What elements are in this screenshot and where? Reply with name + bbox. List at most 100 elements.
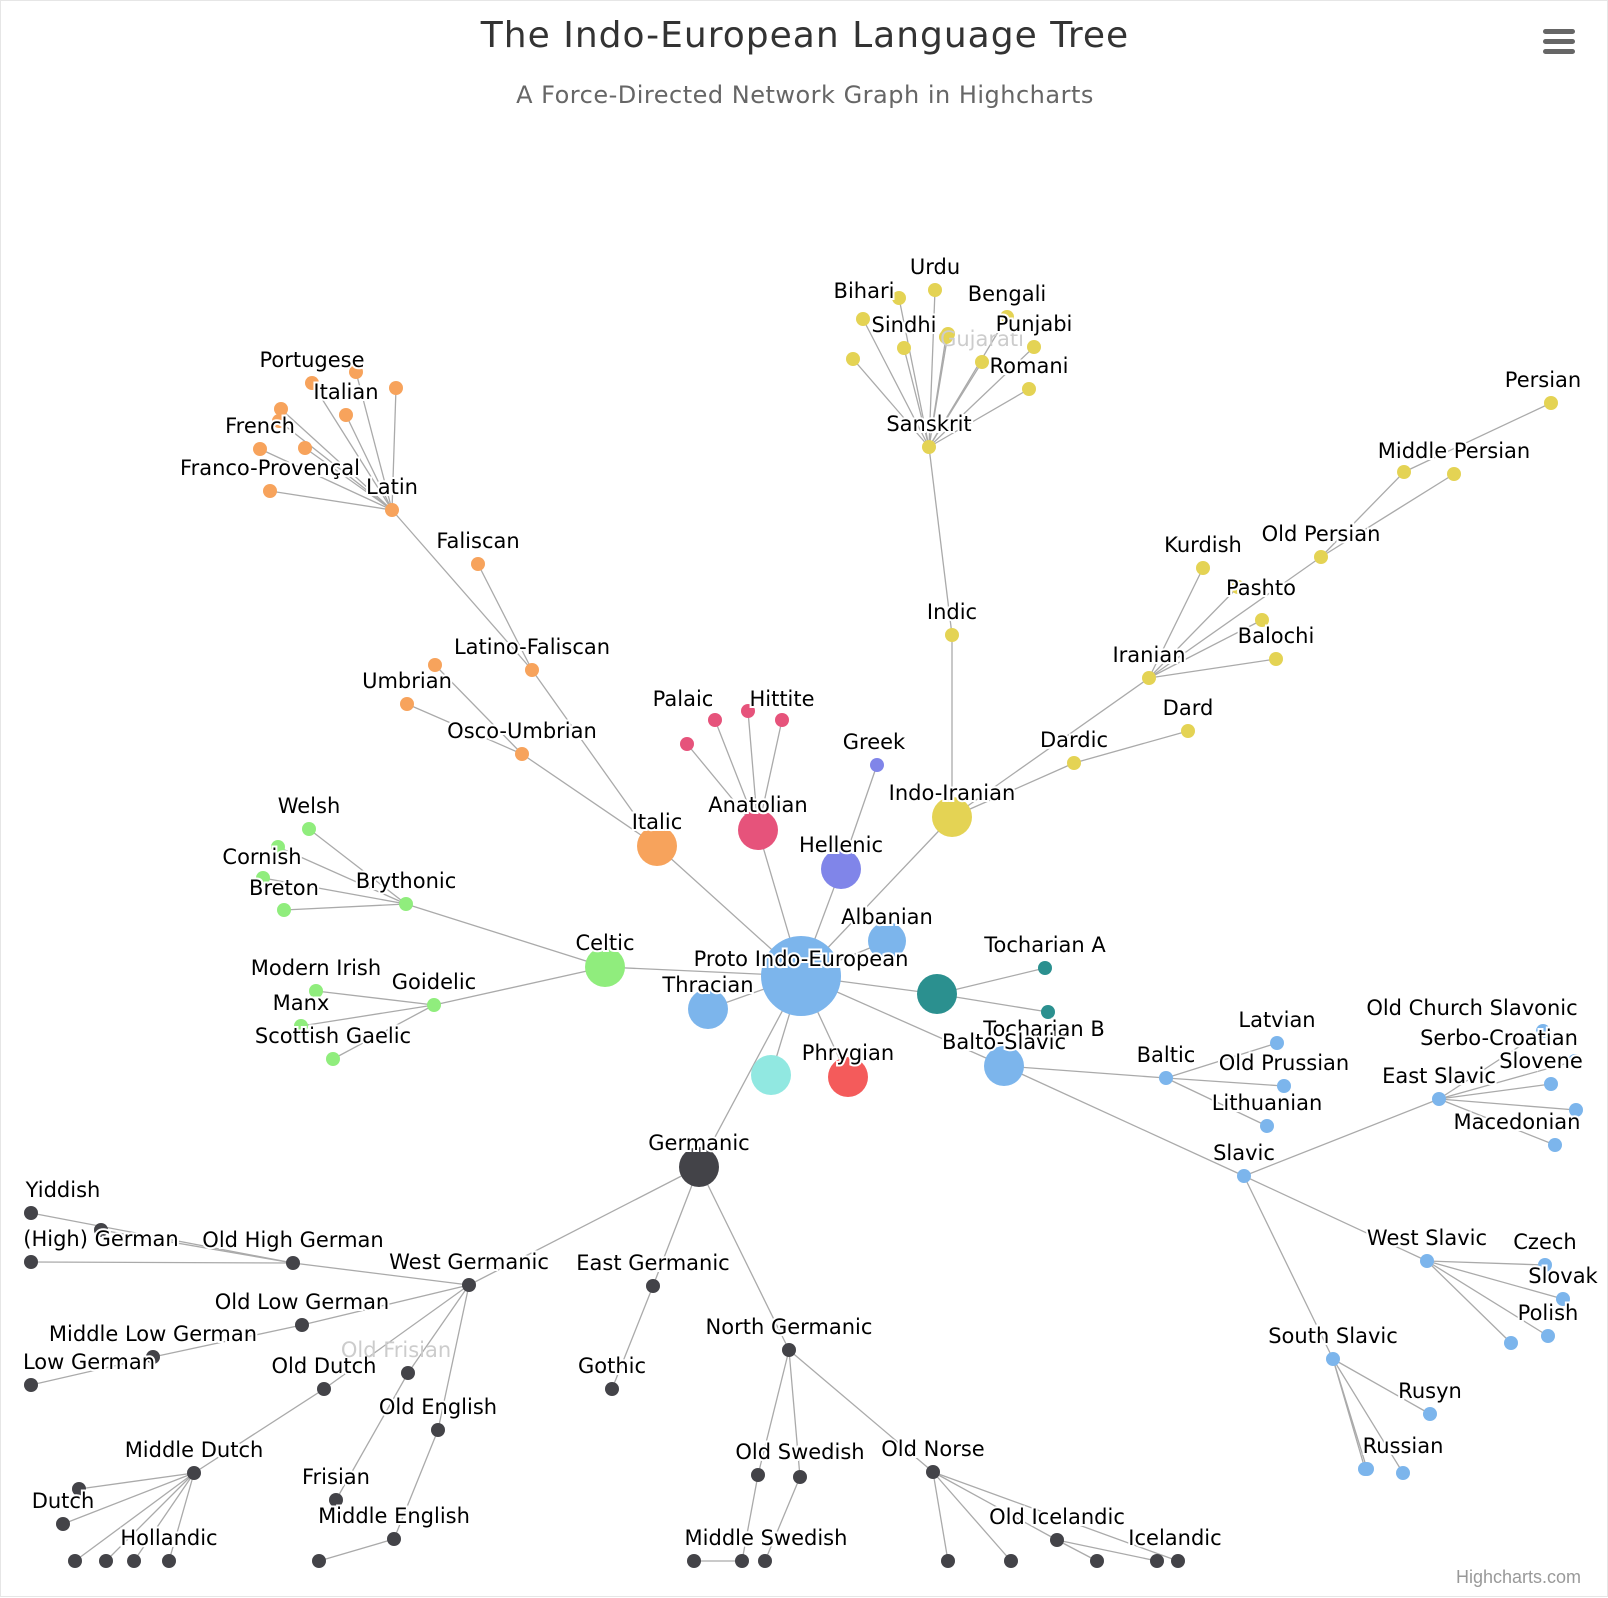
node-galician[interactable]: [274, 402, 288, 416]
node-old-dutch[interactable]: [317, 1382, 331, 1396]
node-slovak[interactable]: [1556, 1292, 1570, 1306]
node-italian[interactable]: [339, 408, 353, 422]
hamburger-menu-icon[interactable]: [1539, 25, 1579, 61]
node-franco-proven-al[interactable]: [263, 484, 277, 498]
node-manx[interactable]: [294, 1019, 308, 1033]
node-catalan[interactable]: [298, 441, 312, 455]
node-celtic[interactable]: [585, 947, 625, 987]
node-anatolian[interactable]: [738, 810, 778, 850]
node-latvian[interactable]: [1270, 1036, 1284, 1050]
node-flemish[interactable]: [99, 1554, 113, 1568]
node-gujarati[interactable]: [975, 355, 989, 369]
node-belarusian[interactable]: [1360, 1462, 1374, 1476]
node-hindi[interactable]: [856, 312, 870, 326]
node-lithuanian[interactable]: [1260, 1119, 1274, 1133]
node-icelandic[interactable]: [1150, 1554, 1164, 1568]
node-armenian[interactable]: [751, 1055, 791, 1095]
node-latino-faliscan[interactable]: [525, 663, 539, 677]
node-hellenic[interactable]: [821, 849, 861, 889]
node-balto-slavic[interactable]: [984, 1046, 1024, 1086]
node-modern-irish[interactable]: [309, 984, 323, 998]
node-mid-iranian[interactable]: [1255, 613, 1269, 627]
node-macedonian[interactable]: [1548, 1138, 1562, 1152]
node-spanish[interactable]: [349, 365, 363, 379]
node-indo-iranian[interactable]: [932, 797, 972, 837]
node-old-persian-2[interactable]: [1397, 465, 1411, 479]
node-ukrainian[interactable]: [1396, 1466, 1410, 1480]
node-urdu[interactable]: [928, 283, 942, 297]
node-old-persian[interactable]: [1314, 550, 1328, 564]
node-french[interactable]: [253, 442, 267, 456]
node-frisian[interactable]: [329, 1493, 343, 1507]
node-dard[interactable]: [1181, 724, 1195, 738]
node-luwic[interactable]: [680, 737, 694, 751]
node-sorbian[interactable]: [1504, 1336, 1518, 1350]
credits-link[interactable]: Highcharts.com: [1455, 1567, 1581, 1587]
node-old-danish[interactable]: [793, 1470, 807, 1484]
node-serbo-croatian[interactable]: [1568, 1054, 1582, 1068]
node-old-frisian[interactable]: [401, 1366, 415, 1380]
node-pashto[interactable]: [1231, 580, 1245, 594]
node-assamese[interactable]: [846, 352, 860, 366]
node-old-swedish[interactable]: [751, 1468, 765, 1482]
node-proto-indo-european[interactable]: [761, 936, 841, 1016]
node-east-germanic[interactable]: [646, 1279, 660, 1293]
node-east-slavic[interactable]: [1432, 1092, 1446, 1106]
node-punjabi[interactable]: [1027, 340, 1041, 354]
node-albanian[interactable]: [868, 922, 906, 960]
node-tocharian-a[interactable]: [1038, 961, 1052, 975]
node-bihari[interactable]: [892, 291, 906, 305]
node-phrygian[interactable]: [828, 1057, 868, 1097]
node-osco-umbrian[interactable]: [515, 747, 529, 761]
node-balochi[interactable]: [1269, 652, 1283, 666]
node-bengali[interactable]: [1000, 310, 1014, 324]
node-old-norse[interactable]: [926, 1465, 940, 1479]
node-sardinian[interactable]: [389, 381, 403, 395]
node-dutch[interactable]: [56, 1517, 70, 1531]
node-tocharian-b[interactable]: [1041, 1005, 1055, 1019]
node-gothic[interactable]: [605, 1382, 619, 1396]
node-west-germanic[interactable]: [462, 1278, 476, 1292]
node-middle-persian[interactable]: [1447, 467, 1461, 481]
node-baltic[interactable]: [1159, 1071, 1173, 1085]
node-palaic[interactable]: [708, 713, 722, 727]
node-breton[interactable]: [277, 903, 291, 917]
node-rhinelandic[interactable]: [68, 1554, 82, 1568]
node-dardic[interactable]: [1067, 756, 1081, 770]
node-czech[interactable]: [1538, 1258, 1552, 1272]
node-umbrian[interactable]: [400, 697, 414, 711]
node-south-slavic[interactable]: [1326, 1352, 1340, 1366]
node-cornish[interactable]: [271, 840, 285, 854]
node-persian[interactable]: [1544, 396, 1558, 410]
node-brythonic[interactable]: [399, 897, 413, 911]
node-tocharian[interactable]: [917, 974, 957, 1014]
node-sanskrit[interactable]: [922, 440, 936, 454]
node-english[interactable]: [312, 1554, 326, 1568]
node-germanic[interactable]: [679, 1147, 719, 1187]
node-middle-english[interactable]: [387, 1532, 401, 1546]
node-lydian[interactable]: [741, 704, 755, 718]
node-middle-dutch[interactable]: [187, 1466, 201, 1480]
node-norwegian[interactable]: [1004, 1554, 1018, 1568]
node-sinhalese[interactable]: [939, 330, 953, 344]
node-middle-low-german[interactable]: [146, 1350, 160, 1364]
node-faroese[interactable]: [941, 1554, 955, 1568]
node-old-prussian[interactable]: [1277, 1079, 1291, 1093]
node-hollandic[interactable]: [127, 1554, 141, 1568]
node-old-church-slavonic[interactable]: [1536, 1024, 1550, 1038]
node-limburgish[interactable]: [162, 1554, 176, 1568]
node-old-high-german[interactable]: [286, 1256, 300, 1270]
node-norn[interactable]: [1171, 1554, 1185, 1568]
node-middle-swedish[interactable]: [735, 1554, 749, 1568]
node-slavic[interactable]: [1237, 1169, 1251, 1183]
node-goidelic[interactable]: [427, 998, 441, 1012]
node-middle-high-german[interactable]: [94, 1223, 108, 1237]
node-romanian[interactable]: [272, 414, 286, 428]
node-thracian[interactable]: [688, 989, 728, 1029]
node-old-icelandic[interactable]: [1050, 1533, 1064, 1547]
node-welsh[interactable]: [302, 822, 316, 836]
node-north-germanic[interactable]: [782, 1343, 796, 1357]
node-oscan[interactable]: [428, 658, 442, 672]
node-slovene[interactable]: [1544, 1077, 1558, 1091]
node-high-german[interactable]: [24, 1255, 38, 1269]
